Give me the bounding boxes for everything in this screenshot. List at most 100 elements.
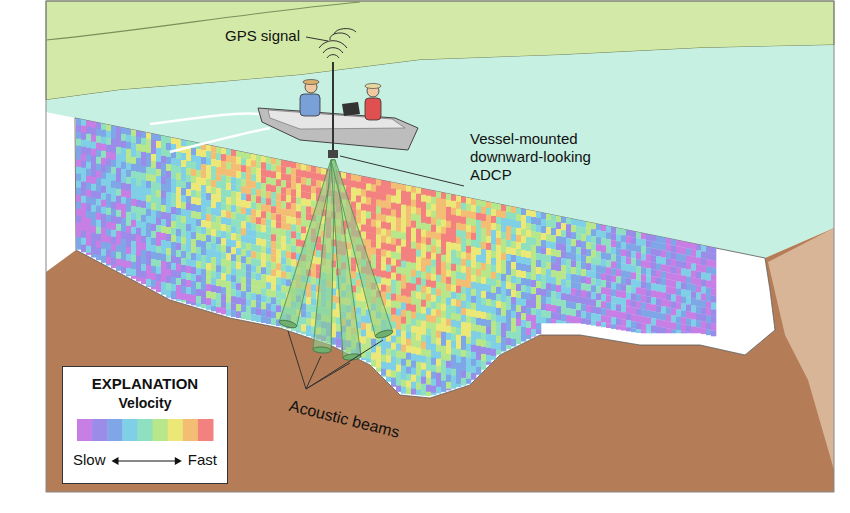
velocity-cell bbox=[141, 222, 146, 229]
velocity-cell bbox=[156, 190, 161, 197]
velocity-cell bbox=[451, 348, 456, 355]
velocity-cell bbox=[106, 250, 111, 257]
velocity-cell bbox=[466, 260, 471, 267]
velocity-cell bbox=[251, 244, 256, 251]
velocity-cell bbox=[166, 269, 171, 276]
velocity-cell bbox=[446, 284, 451, 291]
velocity-cell bbox=[426, 350, 431, 357]
velocity-cell bbox=[81, 168, 86, 175]
velocity-cell bbox=[181, 167, 186, 174]
velocity-cell bbox=[451, 222, 456, 229]
velocity-cell bbox=[381, 376, 386, 377]
velocity-cell bbox=[131, 248, 136, 255]
velocity-cell bbox=[411, 291, 416, 298]
velocity-cell bbox=[156, 169, 161, 176]
velocity-cell bbox=[456, 349, 461, 356]
velocity-cell bbox=[196, 191, 201, 198]
velocity-cell bbox=[266, 303, 271, 310]
velocity-cell bbox=[381, 257, 386, 264]
velocity-cell bbox=[221, 294, 226, 301]
velocity-cell bbox=[251, 160, 256, 167]
velocity-cell bbox=[116, 231, 121, 238]
velocity-cell bbox=[316, 173, 321, 180]
velocity-cell bbox=[176, 264, 181, 271]
velocity-cell bbox=[431, 337, 436, 344]
velocity-cell bbox=[461, 371, 466, 378]
velocity-cell bbox=[206, 235, 211, 242]
velocity-cell bbox=[161, 254, 166, 261]
velocity-cell bbox=[221, 266, 226, 273]
velocity-cell bbox=[251, 300, 256, 307]
velocity-cell bbox=[151, 147, 156, 154]
velocity-cell bbox=[221, 217, 226, 224]
velocity-cell bbox=[116, 224, 121, 231]
velocity-cell bbox=[146, 279, 151, 286]
velocity-cell bbox=[306, 311, 311, 318]
velocity-cell bbox=[376, 186, 381, 193]
velocity-cell bbox=[111, 237, 116, 244]
velocity-cell bbox=[311, 165, 316, 172]
velocity-cell bbox=[161, 198, 166, 205]
velocity-cell bbox=[416, 369, 421, 376]
velocity-cell bbox=[156, 225, 161, 232]
velocity-cell bbox=[106, 229, 111, 236]
velocity-cell bbox=[191, 197, 196, 204]
velocity-cell bbox=[91, 156, 96, 163]
velocity-cell bbox=[386, 363, 391, 370]
velocity-cell bbox=[136, 144, 141, 151]
velocity-cell bbox=[431, 393, 436, 395]
velocity-cell bbox=[206, 200, 211, 207]
velocity-cell bbox=[91, 177, 96, 184]
velocity-cell bbox=[141, 243, 146, 250]
velocity-cell bbox=[241, 193, 246, 200]
velocity-cell bbox=[371, 255, 376, 262]
velocity-cell bbox=[161, 170, 166, 177]
velocity-cell bbox=[411, 207, 416, 214]
velocity-cell bbox=[421, 272, 426, 279]
velocity-cell bbox=[271, 171, 276, 178]
velocity-cell bbox=[426, 392, 431, 396]
velocity-cell bbox=[246, 243, 251, 250]
velocity-cell bbox=[236, 241, 241, 248]
velocity-cell bbox=[191, 253, 196, 260]
velocity-cell bbox=[426, 210, 431, 217]
velocity-cell bbox=[471, 254, 476, 261]
velocity-cell bbox=[376, 368, 381, 372]
velocity-cell bbox=[451, 250, 456, 257]
velocity-cell bbox=[416, 362, 421, 369]
velocity-cell bbox=[431, 253, 436, 260]
velocity-cell bbox=[256, 245, 261, 252]
velocity-cell bbox=[396, 365, 401, 372]
velocity-cell bbox=[166, 143, 171, 150]
velocity-cell bbox=[171, 228, 176, 235]
velocity-cell bbox=[176, 236, 181, 243]
velocity-cell bbox=[446, 382, 451, 389]
velocity-cell bbox=[216, 237, 221, 244]
velocity-cell bbox=[446, 389, 451, 391]
velocity-cell bbox=[286, 265, 291, 272]
velocity-cell bbox=[466, 295, 471, 302]
velocity-cell bbox=[146, 272, 151, 279]
velocity-cell bbox=[426, 315, 431, 322]
velocity-cell bbox=[211, 306, 216, 311]
velocity-cell bbox=[241, 242, 246, 249]
velocity-cell bbox=[141, 271, 146, 278]
velocity-cell bbox=[221, 161, 226, 168]
velocity-cell bbox=[96, 255, 101, 260]
velocity-cell bbox=[126, 184, 131, 191]
velocity-cell bbox=[256, 154, 261, 161]
velocity-cell bbox=[396, 246, 401, 253]
velocity-cell bbox=[291, 252, 296, 259]
velocity-cell bbox=[151, 168, 156, 175]
velocity-cell bbox=[266, 282, 271, 289]
velocity-cell bbox=[466, 204, 471, 211]
velocity-cell bbox=[131, 136, 136, 143]
velocity-cell bbox=[276, 249, 281, 256]
velocity-cell bbox=[406, 353, 411, 360]
velocity-cell bbox=[126, 177, 131, 184]
velocity-cell bbox=[461, 378, 466, 385]
velocity-cell bbox=[436, 205, 441, 212]
velocity-cell bbox=[246, 208, 251, 215]
velocity-cell bbox=[256, 231, 261, 238]
velocity-cell bbox=[401, 261, 406, 268]
